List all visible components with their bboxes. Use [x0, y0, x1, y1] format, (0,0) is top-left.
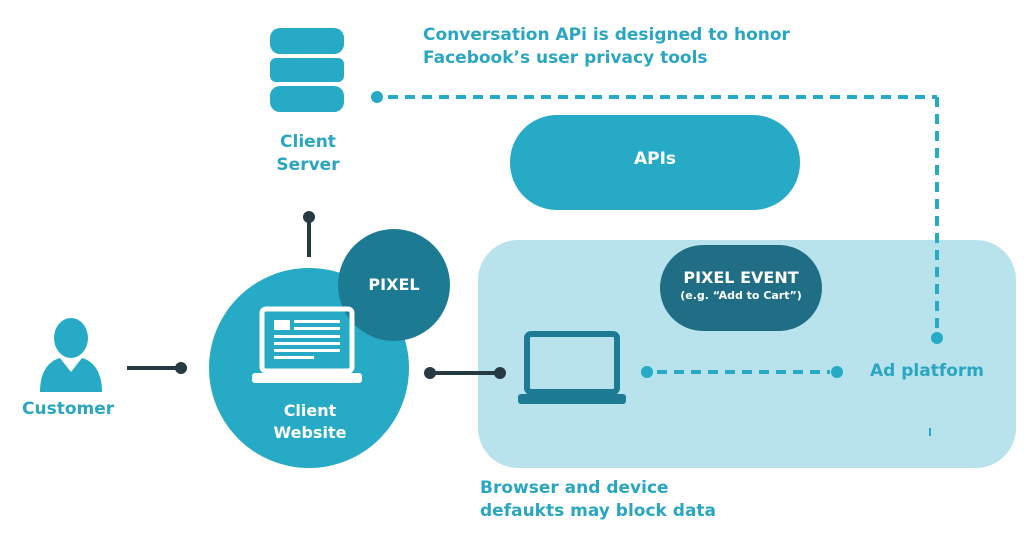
client-website-line-2: Website	[273, 422, 347, 442]
apis-label: APIs	[633, 149, 677, 169]
browser-block-note: Browser and device defaukts may block da…	[480, 477, 716, 523]
client-server-line-2: Server	[276, 154, 340, 175]
customer-label: Customer	[22, 399, 115, 419]
pixel-event-pill	[660, 245, 822, 331]
website-browser-connector	[424, 367, 506, 379]
pixel-event-label: PIXEL EVENT (e.g. “Add to Cart”)	[660, 267, 822, 303]
privacy-dashed-connector	[371, 91, 943, 344]
privacy-headline: Conversation APi is designed to honor Fa…	[423, 24, 790, 70]
laptop-webpage-icon	[252, 306, 362, 383]
client-server-line-1: Client	[280, 132, 336, 152]
browser-note-line-1: Browser and device	[480, 478, 669, 498]
pixel-event-title: PIXEL EVENT	[683, 268, 799, 287]
client-server-label: Client Server	[272, 131, 344, 177]
browser-laptop-icon	[518, 331, 626, 404]
pixel-event-example: (e.g. “Add to Cart”)	[680, 288, 802, 302]
client-website-line-1: Client	[283, 401, 337, 420]
pixel-label: PIXEL	[368, 275, 420, 294]
customer-website-connector	[127, 362, 187, 374]
ad-platform-label: Ad platform	[870, 361, 985, 381]
user-icon	[40, 318, 102, 392]
pixel-circle	[338, 229, 450, 341]
headline-line-2: Facebook’s user privacy tools	[423, 47, 708, 68]
apis-pill	[510, 115, 800, 210]
browser-note-line-2: defaukts may block data	[480, 500, 717, 521]
ad-platform-marker	[929, 428, 931, 436]
database-icon	[270, 28, 344, 112]
browser-adplatform-dashed-connector	[641, 366, 843, 378]
server-website-connector	[303, 211, 315, 257]
client-website-label: Client Website	[258, 400, 362, 443]
headline-line-1: Conversation APi is designed to honor	[423, 25, 790, 45]
ad-platform-panel	[478, 240, 1016, 468]
